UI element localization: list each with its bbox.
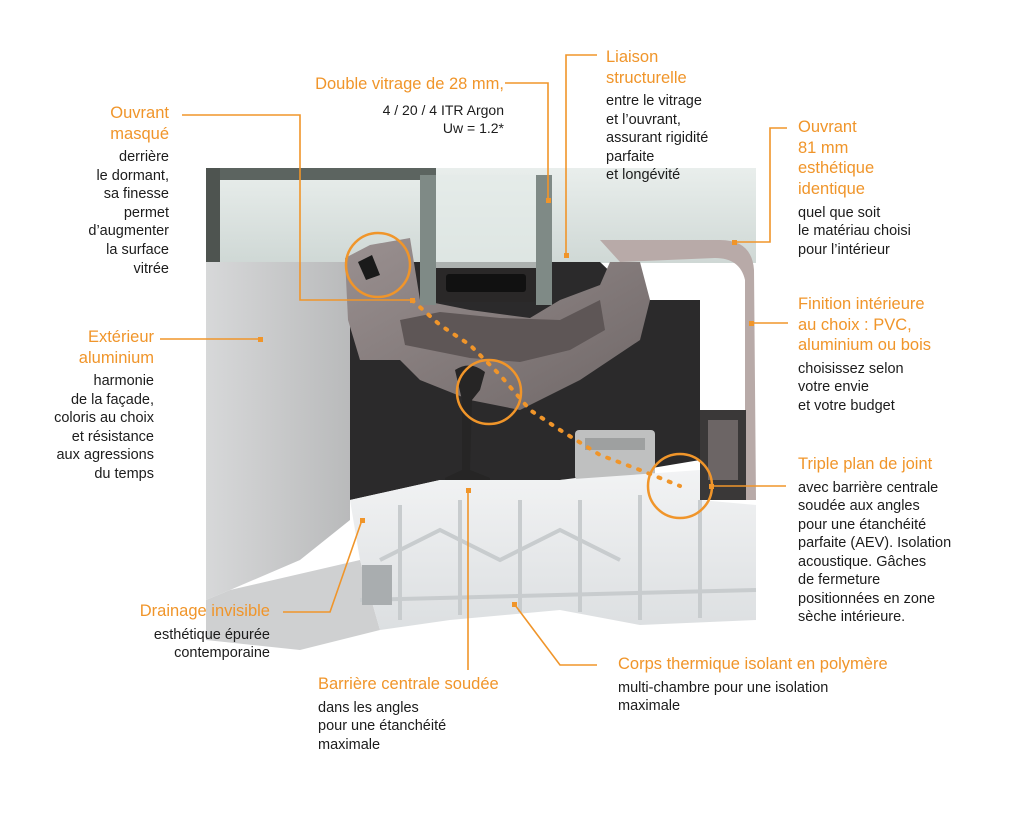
lock-hardware [575,430,655,480]
callout-finition-interieure: Finition intérieure au choix : PVC, alum… [798,294,931,416]
callout-line: pour l’intérieur [798,241,890,258]
callout-title: Liaison [606,48,659,66]
callout-line: parfaite [606,148,655,165]
callout-title: aluminium [78,348,154,367]
callout-line: de fermeture [798,572,881,589]
callout-line: coloris au choix [54,410,154,427]
glass-cavity [436,175,536,268]
callout-line: entre le vitrage [606,93,702,110]
callout-line: derrière [119,149,169,166]
leader-lines [160,54,788,670]
callout-title: identique [798,179,865,198]
thermal-chambers [359,495,757,620]
callout-title: 81 mm [798,138,849,157]
callout-line: 4 / 20 / 4 ITR Argon [382,101,504,118]
exterior-aluminium-bottom [206,560,380,650]
callout-title: au choix : PVC, [798,315,912,334]
callout-line: aux agressions [56,447,154,464]
callout-line: le matériau choisi [798,223,911,240]
callout-line: positionnées en zone [798,590,936,607]
callout-line: acoustique. Gâches [798,553,927,570]
callout-line: permet [123,204,169,221]
callout-title: aluminium ou bois [798,336,931,355]
callout-triple-plan-joint: Triple plan de joint avec barrière centr… [798,454,951,627]
callout-line: maximale [318,736,381,753]
exterior-aluminium-face [206,262,350,600]
callout-line: multi-chambre pour une isolation [618,679,829,696]
glass-spacer-inner [446,274,526,292]
callout-barriere-centrale: Barrière centrale soudée dans les angles… [318,674,499,754]
callout-line: et longévité [606,167,681,184]
callout-line: sèche intérieure. [798,609,906,626]
callout-title: Ouvrant [110,104,169,122]
callout-title: Ouvrant [798,118,857,136]
lock-hardware-detail [585,438,645,450]
callout-line: maximale [618,698,681,715]
callout-title: esthétique [798,159,875,178]
callout-line: quel que soit [798,204,881,221]
callout-line: pour une étanchéité [318,718,447,735]
callout-liaison-structurelle: Liaison structurelle entre le vitrage et… [606,47,708,185]
callout-line: soudée aux angles [798,498,920,515]
callout-double-vitrage: Double vitrage de 28 mm, 4 / 20 / 4 ITR … [315,74,504,137]
leader-endpoints [258,198,754,607]
callout-line: pour une étanchéité [798,516,927,533]
callout-line: la surface [106,241,169,258]
background-frame-top [206,168,436,180]
callout-title: Extérieur [87,328,154,346]
glass-pane-inner [536,175,552,305]
callout-line: sa finesse [103,186,169,203]
callout-line: assurant rigidité [606,130,709,147]
callout-exterieur-aluminium: Extérieur aluminium harmonie de la façad… [54,327,154,484]
callout-line: vitrée [133,260,169,277]
background-frame-left [206,168,220,268]
outer-seal [358,255,380,280]
interior-finish-chamber-inner [708,420,738,480]
callout-line: choisissez selon [798,360,904,377]
callout-title: Triple plan de joint [798,455,933,473]
callout-line: Uw = 1.2* [442,119,504,136]
callout-line: esthétique épurée [153,626,270,643]
glass-pane-outer [420,175,436,305]
callout-line: harmonie [93,373,154,390]
callout-title: masqué [110,124,169,143]
drainage-channel [362,565,392,605]
callout-line: et l’ouvrant, [606,111,681,128]
callout-title: Drainage invisible [139,602,270,620]
callout-corps-thermique: Corps thermique isolant en polymère mult… [618,654,888,716]
callout-title: structurelle [606,68,687,87]
central-seal-barrier [445,365,490,500]
callout-ouvrant-masque: Ouvrant masqué derrière le dormant, sa f… [88,103,169,278]
callout-line: dans les angles [318,699,419,716]
sash-inner-detail [400,300,605,362]
callout-line: d’augmenter [88,223,169,240]
seal-dotted-line [410,298,682,488]
callout-title: Finition intérieure [798,295,925,313]
callout-title: Barrière centrale soudée [318,675,499,693]
thermal-pvc-body [350,470,756,630]
callout-ouvrant-81mm: Ouvrant 81 mm esthétique identique quel … [798,117,911,259]
callout-line: contemporaine [174,645,270,662]
callout-line: de la façade, [70,391,154,408]
callout-line: du temps [94,465,154,482]
callout-title: Double vitrage de 28 mm, [315,75,504,93]
callout-drainage-invisible: Drainage invisible esthétique épurée con… [140,601,270,663]
callout-line: et votre budget [798,397,895,414]
callout-line: et résistance [71,428,154,445]
callout-line: votre envie [798,379,869,396]
callout-line: avec barrière centrale [798,479,939,496]
callout-line: parfaite (AEV). Isolation [798,535,952,552]
callout-line: le dormant, [96,167,169,184]
callout-title: Corps thermique isolant en polymère [618,655,888,673]
